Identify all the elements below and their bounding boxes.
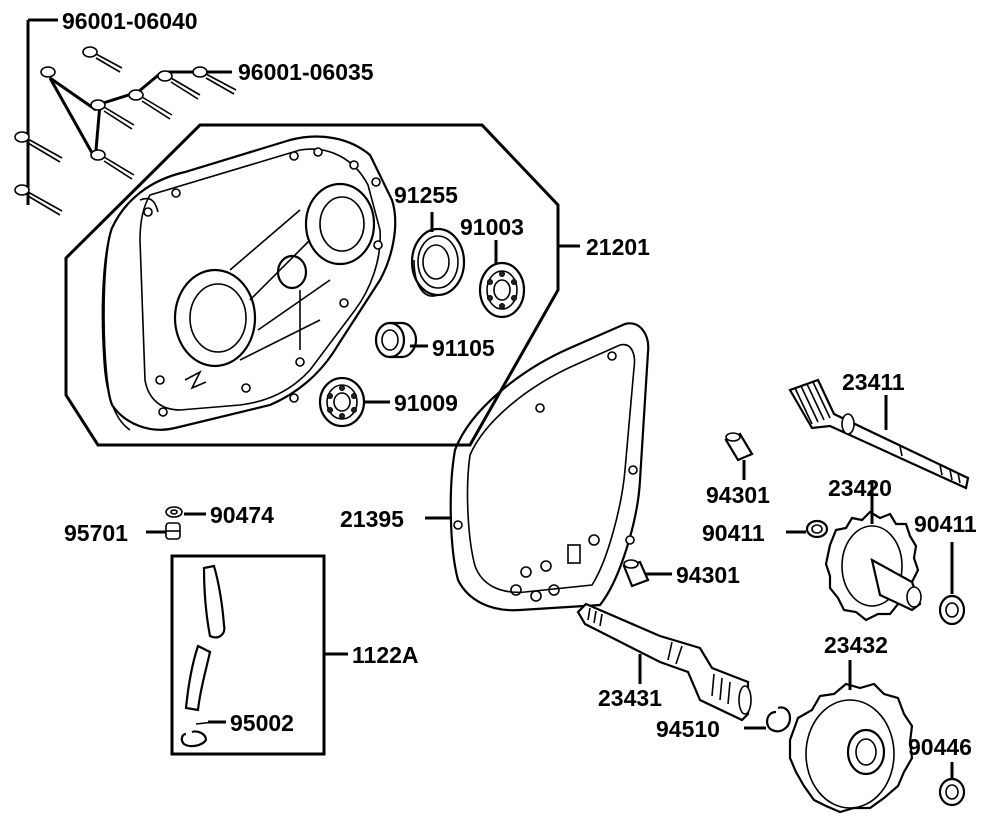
label-94301-lower: 94301 xyxy=(676,562,740,588)
label-23432: 23432 xyxy=(824,632,888,658)
plug-95701 xyxy=(146,522,181,540)
label-95002: 95002 xyxy=(230,710,294,736)
shaft-23431 xyxy=(576,602,752,722)
label-96001-06035: 96001-06035 xyxy=(238,59,374,85)
label-94301-top: 94301 xyxy=(706,482,770,508)
washer-90411-left xyxy=(805,519,829,539)
label-23411: 23411 xyxy=(842,369,905,395)
washer-90411-right xyxy=(938,594,966,626)
label-91003: 91003 xyxy=(460,214,524,240)
bolt-group-96001-06035 xyxy=(90,66,237,180)
shaft-23411 xyxy=(788,378,970,490)
label-90474: 90474 xyxy=(210,502,274,528)
label-23431: 23431 xyxy=(598,685,662,711)
gear-23432 xyxy=(788,682,914,814)
gasket-21395 xyxy=(449,322,650,612)
transmission-cover xyxy=(101,135,397,431)
collar-94301-top xyxy=(724,432,754,462)
case-assembly-frame xyxy=(64,123,560,447)
label-21201: 21201 xyxy=(586,234,650,260)
hose-kit-frame-1122A xyxy=(170,554,348,756)
bearing-91009 xyxy=(318,376,366,428)
collar-94301-lower xyxy=(622,559,650,588)
washer-90446 xyxy=(938,777,966,807)
gear-23420 xyxy=(824,510,922,622)
bolt-group-96001-06040 xyxy=(14,18,123,216)
label-90446: 90446 xyxy=(908,734,972,760)
needle-bearing-91105 xyxy=(374,321,418,359)
label-90411-left: 90411 xyxy=(702,520,765,546)
label-94510: 94510 xyxy=(656,716,720,742)
label-96001-06040: 96001-06040 xyxy=(62,8,198,34)
washer-screw-90474 xyxy=(165,506,206,518)
oil-seal-91255 xyxy=(410,227,466,297)
label-90411-right: 90411 xyxy=(914,511,977,537)
circlip-94510 xyxy=(766,706,792,733)
label-1122A: 1122A xyxy=(352,642,419,668)
label-91105: 91105 xyxy=(432,335,495,361)
bearing-91003 xyxy=(478,261,526,319)
label-91009: 91009 xyxy=(394,390,458,416)
label-95701: 95701 xyxy=(64,520,128,546)
label-23420: 23420 xyxy=(828,475,892,501)
label-91255: 91255 xyxy=(394,182,458,208)
label-21395: 21395 xyxy=(340,506,404,532)
